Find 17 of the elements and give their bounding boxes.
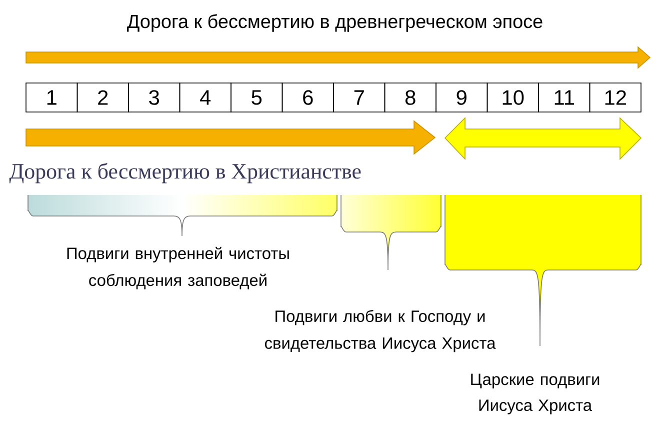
subtitle: Дорога к бессмертию в Христианстве: [9, 162, 361, 184]
number-cell: 9: [436, 82, 488, 112]
number-cell: 2: [76, 82, 129, 112]
number-cell: 7: [333, 82, 386, 112]
number-cell: 3: [128, 82, 180, 112]
number-cell: 4: [179, 82, 232, 112]
number-cell: 5: [230, 82, 283, 112]
caption-text: Подвиги любви к Господу и свидетельства Иисуса Христа: [265, 310, 496, 352]
number-cell: 10: [486, 82, 539, 112]
number-cell: 6: [282, 82, 334, 112]
caption-text: Царские подвиги Иисуса Христа: [471, 374, 600, 414]
title: Дорога к бессмертию в древнегреческом эпосе: [127, 14, 542, 32]
number-cell: 1: [26, 82, 78, 112]
number-cell: 11: [538, 82, 590, 112]
number-cell: 8: [384, 82, 436, 112]
number-cell: 12: [589, 82, 642, 112]
caption-text: Подвиги внутренней чистоты соблюдения заповедей: [67, 246, 289, 290]
